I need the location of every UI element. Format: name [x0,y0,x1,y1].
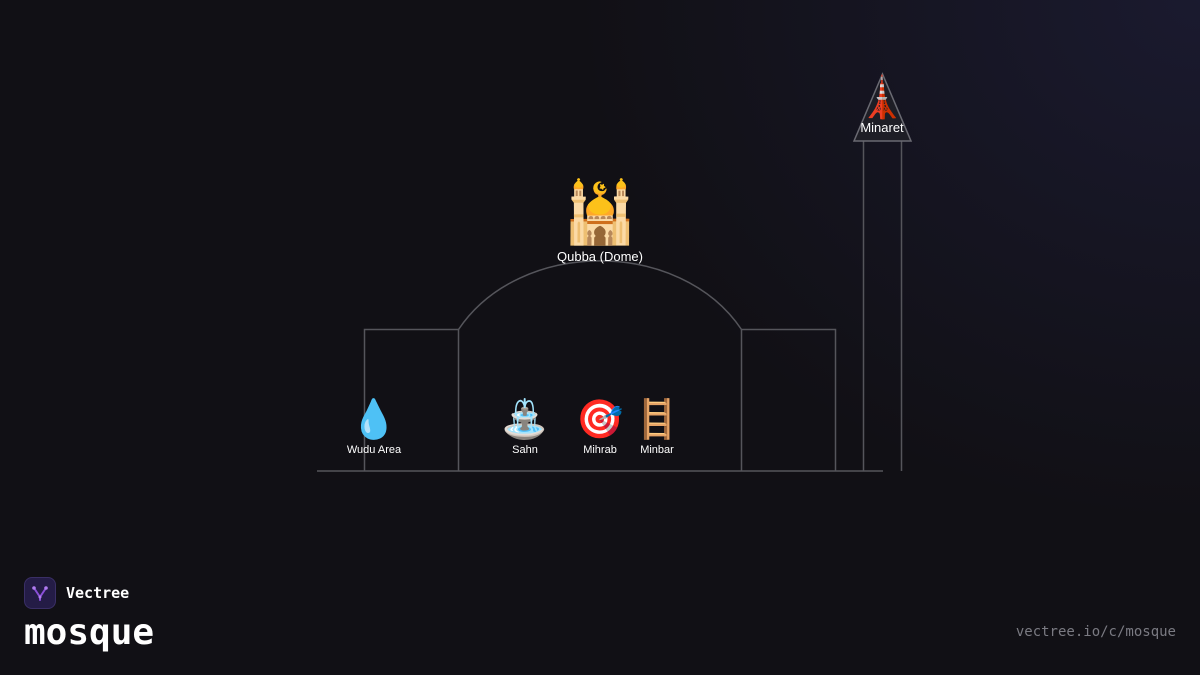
minbar-node[interactable]: 🪜 Minbar [607,400,707,456]
brand-block: Vectree mosque [24,577,154,653]
minbar-label: Minbar [640,444,674,456]
target-icon: 🎯 [576,397,624,441]
brand-row[interactable]: Vectree [24,577,154,609]
mihrab-node[interactable]: 🎯 Mihrab [550,400,650,456]
ladder-icon: 🪜 [633,397,681,441]
fountain-icon: ⛲ [501,397,549,441]
dome-node[interactable]: 🕌 Qubba (Dome) [530,183,670,264]
footer-url-link[interactable]: vectree.io/c/mosque [1015,624,1176,640]
tower-icon: 🗼 [857,75,907,121]
sahn-label: Sahn [512,444,538,456]
wudu-node[interactable]: 💧 Wudu Area [324,400,424,456]
minaret-node[interactable]: 🗼 Minaret [832,78,932,135]
droplet-icon: 💧 [350,397,398,441]
minaret-label: Minaret [860,120,904,135]
minaret-spire [852,72,913,142]
dome-label: Qubba (Dome) [557,249,643,264]
wudu-label: Wudu Area [346,444,402,456]
right-wing-wall [741,328,837,471]
vectree-logo-icon [24,577,56,609]
sahn-node[interactable]: ⛲ Sahn [475,400,575,456]
diagram-title: mosque [24,612,155,653]
brand-name: Vectree [66,584,130,602]
mosque-icon: 🕌 [562,178,638,248]
dome-arch [457,260,743,330]
left-wing-wall [363,328,459,471]
mihrab-label: Mihrab [583,444,617,456]
